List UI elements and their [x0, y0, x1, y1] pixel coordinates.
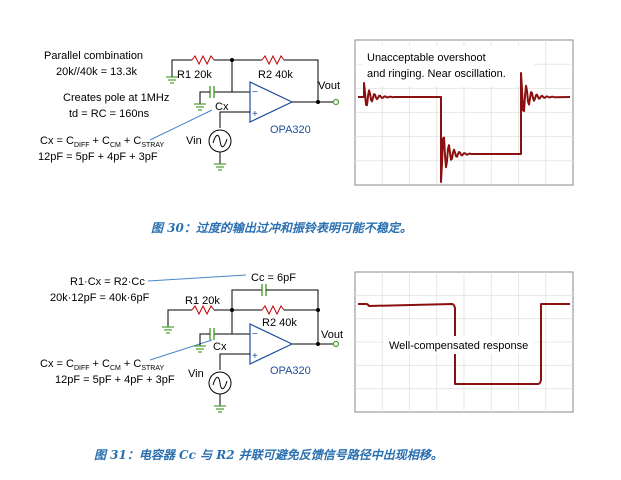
label-cx: Cx [215, 101, 229, 113]
waveform-trace [358, 72, 571, 183]
scope-panel: Well-compensated response [354, 271, 574, 413]
ground-symbol [214, 405, 226, 413]
ground-symbol [162, 326, 174, 334]
equation-cx: Cx = CDIFF + CCM + CSTRAY [40, 358, 165, 372]
svg-text:+: + [252, 351, 258, 362]
note-pole: Creates pole at 1MHz [63, 92, 169, 104]
pointer-line [147, 274, 247, 282]
figure-31: R1·Cx = R2·Cc 20k·12pF = 40k·6pF Cx = CD… [40, 271, 574, 462]
ground-symbol [194, 103, 206, 111]
resistor-r1 [191, 304, 215, 316]
resistor-r2 [261, 304, 285, 316]
equation-values: 12pF = 5pF + 4pF + 3pF [38, 151, 158, 163]
pointer-line [149, 339, 213, 361]
scope-panel: Unacceptable overshoot and ringing. Near… [354, 39, 574, 186]
label-cc: Cc = 6pF [251, 272, 296, 284]
note-td: td = RC = 160ns [69, 108, 150, 120]
label-opamp: OPA320 [270, 365, 311, 377]
ground-symbol [214, 163, 226, 171]
label-cx: Cx [213, 341, 227, 353]
label-r1: R1 20k [185, 295, 220, 307]
caption-figure-31: 图 31：电容器 Cc 与 R2 并联可避免反馈信号路径中出现相移。 [94, 448, 443, 462]
figure-30: Parallel combination 20k//40k = 13.3k Cr… [38, 39, 574, 235]
ground-symbol [194, 345, 206, 353]
scope-note-line2: and ringing. Near oscillation. [367, 68, 506, 80]
output-terminal [332, 340, 340, 348]
svg-text:−: − [252, 329, 258, 340]
label-opamp: OPA320 [270, 124, 311, 136]
note-parallel-value: 20k//40k = 13.3k [56, 66, 138, 78]
resistor-r2 [261, 54, 285, 66]
resistor-r1 [191, 54, 215, 66]
label-r2: R2 40k [262, 317, 297, 329]
label-vout: Vout [321, 329, 343, 341]
equation-balance: R1·Cx = R2·Cc [70, 276, 145, 288]
output-terminal [332, 98, 340, 106]
equation-balance-values: 20k·12pF = 40k·6pF [50, 292, 150, 304]
label-r2: R2 40k [258, 69, 293, 81]
equation-cx: Cx = CDIFF + CCM + CSTRAY [40, 135, 165, 149]
label-vin: Vin [188, 368, 204, 380]
waveform-trace [358, 303, 570, 385]
label-vout: Vout [318, 80, 340, 92]
svg-text:−: − [252, 87, 258, 98]
svg-text:+: + [252, 109, 258, 120]
label-r1: R1 20k [177, 69, 212, 81]
pointer-line [149, 109, 213, 141]
circuit-schematic: − + [166, 54, 340, 171]
scope-note-line1: Unacceptable overshoot [367, 52, 486, 64]
label-vin: Vin [186, 135, 202, 147]
circuit-schematic: − + [162, 284, 340, 413]
scope-note: Well-compensated response [389, 340, 528, 352]
note-parallel: Parallel combination [44, 50, 143, 62]
ground-symbol [166, 76, 178, 84]
opamp-symbol [249, 81, 294, 123]
equation-values: 12pF = 5pF + 4pF + 3pF [55, 374, 175, 386]
caption-figure-30: 图 30：过度的输出过冲和振铃表明可能不稳定。 [151, 221, 412, 235]
opamp-symbol [249, 323, 294, 365]
